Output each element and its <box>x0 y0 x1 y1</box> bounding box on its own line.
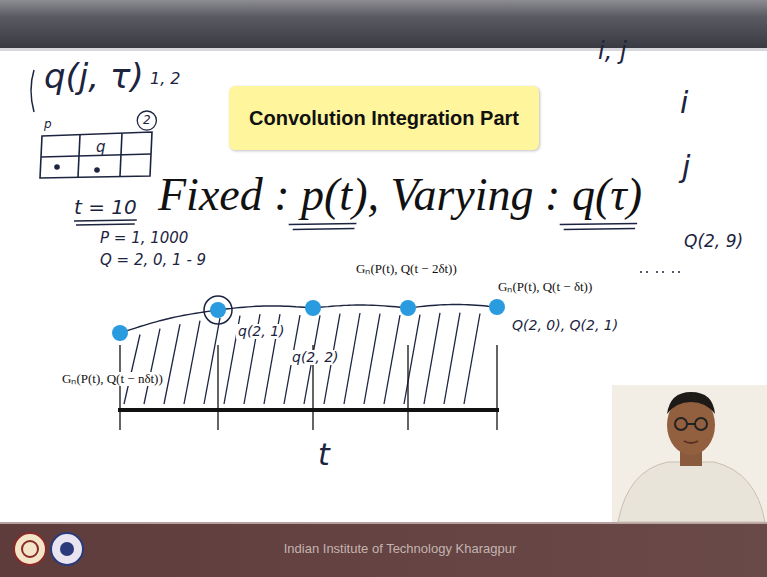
top-rule <box>0 48 767 51</box>
hand-circle <box>137 111 156 130</box>
handwriting-strokes <box>31 70 680 272</box>
handwritten-note: q(2, 1) <box>236 324 287 339</box>
handwritten-note: i <box>680 86 688 119</box>
function-label: Gₙ(P(t), Q(t − δt)) <box>498 280 592 294</box>
handwritten-note: t = 10 <box>74 196 137 218</box>
handwritten-note: P = 1, 1000 <box>100 230 188 247</box>
handwritten-note: 1, 2 <box>150 70 181 88</box>
handwritten-note: Q = 2, 0, 1 - 9 <box>100 252 206 269</box>
grid-label: q <box>96 139 106 156</box>
time-axis <box>118 408 499 412</box>
hand-underline <box>289 224 357 225</box>
hatch-line <box>344 313 360 404</box>
hand-underline <box>560 224 637 225</box>
hatch-line <box>164 324 180 404</box>
grid-label: p <box>44 118 52 131</box>
handwritten-note: j <box>682 150 690 183</box>
axis-tick <box>217 345 218 430</box>
handwritten-note: i, j <box>598 38 627 64</box>
hand-circle <box>204 296 232 324</box>
sample-dot <box>305 300 321 316</box>
handwritten-note: q(j, τ) <box>44 58 144 95</box>
slide-title: Convolution Integration Part <box>249 107 519 130</box>
function-label: Gₙ(P(t), Q(t − nδt)) <box>60 372 165 386</box>
hatch-line <box>464 313 480 404</box>
function-label: Gₙ(P(t), Q(t − 2δt)) <box>356 262 457 276</box>
handwritten-note: Q(2, 9) <box>684 232 743 251</box>
top-bar <box>0 0 767 48</box>
handwritten-note: q(2, 2) <box>290 350 341 365</box>
hand-underline <box>76 224 135 225</box>
sample-dot <box>489 299 505 315</box>
axis-tick <box>407 345 408 430</box>
grid-label: 2 <box>143 114 151 127</box>
hand-underline <box>293 229 355 230</box>
hatch-line <box>444 313 460 404</box>
hatch-line <box>124 335 140 404</box>
hatch-line <box>424 313 440 404</box>
hatch-line <box>184 321 200 404</box>
hand-underline <box>564 229 635 230</box>
axis-label: t <box>318 438 330 471</box>
hatch-line <box>364 314 380 404</box>
institute-logo <box>14 533 83 565</box>
hatch-line <box>384 315 400 404</box>
hatch-line <box>144 329 160 404</box>
handwritten-note: Q(2, 0), Q(2, 1) <box>512 318 618 333</box>
slide-heading: Fixed : p(t), Varying : q(τ) <box>158 170 642 221</box>
hatch-line <box>404 315 420 404</box>
footer-bar <box>0 524 767 577</box>
grid-sketch <box>40 132 152 178</box>
axis-tick <box>496 345 497 430</box>
sample-dot <box>400 300 416 316</box>
presenter-figure <box>612 385 767 522</box>
sample-dot <box>210 302 226 318</box>
axis-tick <box>119 345 120 430</box>
footer-text: Indian Institute of Technology Kharagpur <box>284 542 516 556</box>
hand-underline <box>74 220 137 221</box>
sample-dot <box>112 325 128 341</box>
